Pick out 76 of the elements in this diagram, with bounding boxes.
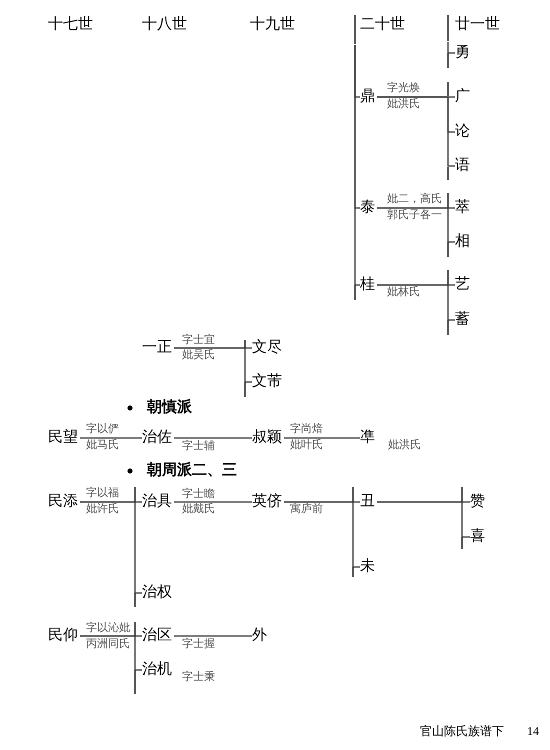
connector-line [377,284,455,321]
annotation-text: 妣马氏 [86,439,119,451]
person-name: 语 [455,158,470,174]
annotation-text: 妣许氏 [86,503,119,515]
person-name: 叔颖 [252,430,282,446]
person-name: 萃 [455,200,470,216]
person-name: 凖 [360,430,375,446]
annotation-text: 字以沁妣 [86,622,130,634]
connector-line [174,347,252,383]
generation-header: 十九世 [250,16,295,34]
annotation-text: 字士瞻 [182,488,215,500]
connector-line [80,437,143,439]
person-name: 赞 [470,494,485,510]
connector-line [354,45,360,286]
person-name: 艺 [455,276,470,294]
connector-line [174,501,253,503]
person-name: 鼎 [360,88,375,106]
person-name: 蓄 [455,312,470,328]
person-name: 英侪 [252,494,282,510]
person-name: 喜 [470,528,485,546]
person-name: 未 [360,558,375,576]
person-name: 勇 [455,44,470,62]
branch-heading: 朝慎派 [147,400,192,416]
annotation-text: 寓庐前 [290,503,323,515]
person-name: 文尽 [252,340,282,356]
annotation-text: 字士辅 [182,440,215,452]
annotation-text: 妣叶氏 [290,439,323,451]
generation-header: 廿一世 [455,16,500,34]
person-name: 广 [455,88,470,106]
person-name: 治机 [142,662,172,678]
person-name: 一正 [142,340,172,356]
footer-title: 官山陈氏族谱下 [420,724,504,738]
person-name: 治具 [142,494,172,510]
generation-header: 二十世 [360,16,405,34]
person-name: 治区 [142,628,172,644]
person-name: 治权 [142,584,172,602]
connector-line [377,207,455,243]
connector-line [80,501,142,594]
annotation-text: 字士秉 [182,671,215,683]
annotation-text: 字士宜 [182,334,215,346]
annotation-text: 字以福 [86,487,119,499]
branch-heading: 朝周派二、三 [147,462,237,480]
annotation-text: 妣林氏 [387,286,420,298]
connector-line [284,437,361,439]
connector-line [80,635,142,671]
annotation-text: 郭氏子各一 [387,209,442,221]
connector-line [377,501,470,538]
connector-line [447,42,455,54]
annotation-text: 字士握 [182,638,215,650]
person-name: 民仰 [48,628,78,644]
generation-header: 十七世 [48,16,93,34]
person-name: 泰 [360,200,375,216]
annotation-text: 妣吴氏 [182,349,215,361]
annotation-text: 妣戴氏 [182,503,215,515]
connector-line [174,635,253,637]
person-name: 论 [455,124,470,140]
person-name: 文芾 [252,374,282,390]
connector-line [377,96,455,167]
person-name: 治佐 [142,430,172,446]
annotation-text: 妣洪氏 [387,98,420,110]
page-number: 14 [527,724,539,738]
connector-line [174,437,253,439]
annotation-text: 字光焕 [387,82,420,94]
person-name: 桂 [360,276,375,294]
connector-line [284,501,360,568]
annotation-text: 字尚焙 [290,423,323,435]
annotation-text: 丙洲同氏 [86,638,130,650]
annotation-text: 妣二，高氏 [387,193,442,205]
person-name: 丑 [360,494,375,510]
annotation-text: 妣洪氏 [388,439,421,451]
generation-header: 十八世 [142,16,187,34]
person-name: 外 [252,628,267,644]
person-name: 民添 [48,494,78,510]
person-name: 民望 [48,430,78,446]
annotation-text: 字以俨 [86,423,119,435]
person-name: 相 [455,234,470,250]
